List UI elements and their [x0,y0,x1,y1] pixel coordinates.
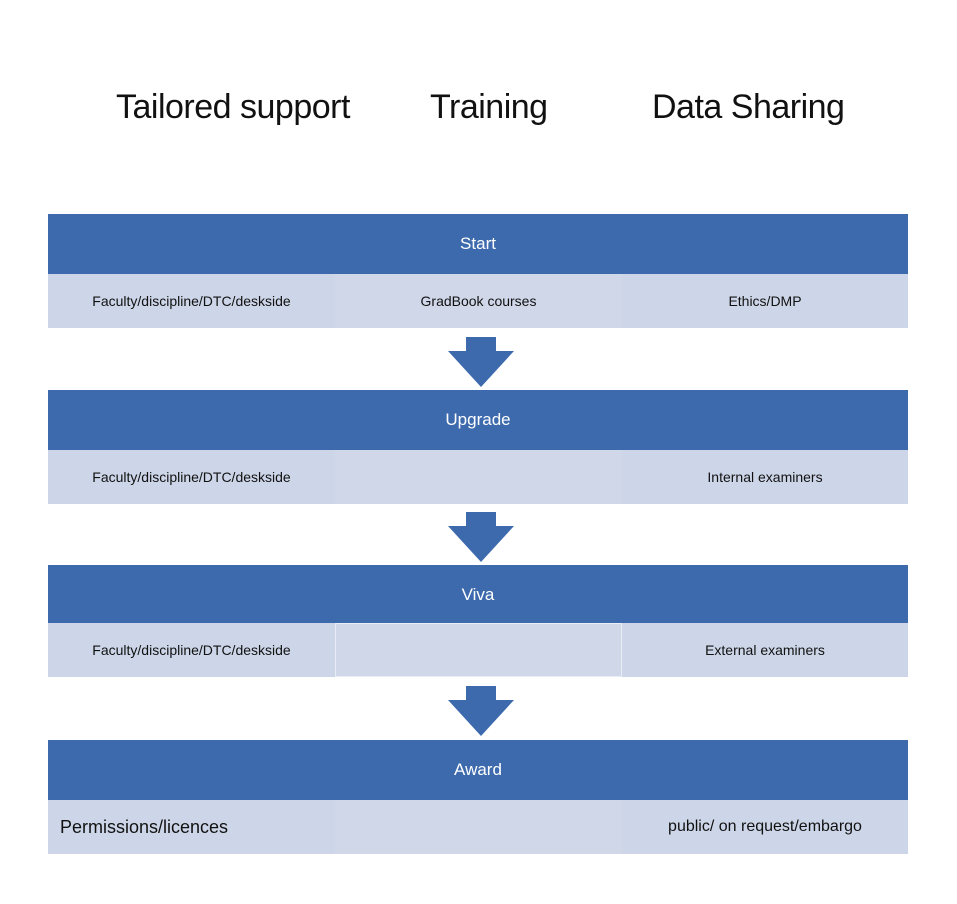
stage-upgrade-training-cell [335,450,622,504]
stage-upgrade-bar: Upgrade [48,390,908,450]
stage-upgrade-tailored-support-cell: Faculty/discipline/DTC/deskside [48,450,335,504]
down-arrow-icon [448,512,514,562]
stage-start-label: Start [460,234,496,253]
down-arrow-icon [448,686,514,736]
stage-start-training-cell: GradBook courses [335,274,622,328]
stage-start-bar: Start [48,214,908,274]
stage-viva-label: Viva [461,585,495,604]
stage-award-bar: Award [48,740,908,800]
stage-upgrade-label: Upgrade [445,410,511,429]
stage-viva-training-cell [335,623,622,677]
column-header-tailored-support: Tailored support [116,88,350,126]
stage-award-label: Award [454,760,502,779]
stage-award-data-sharing-cell: public/ on request/embargo [622,800,908,854]
down-arrow-icon [448,337,514,387]
stage-start-tailored-support-cell: Faculty/discipline/DTC/deskside [48,274,335,328]
column-header-training: Training [430,88,548,126]
stage-viva-tailored-support-cell: Faculty/discipline/DTC/deskside [48,623,335,677]
stage-viva-row: Faculty/discipline/DTC/deskside External… [48,623,908,677]
stage-upgrade-row: Faculty/discipline/DTC/deskside Internal… [48,450,908,504]
stage-upgrade-data-sharing-cell: Internal examiners [622,450,908,504]
stage-award-training-cell [335,800,622,854]
stage-award-row: Permissions/licences public/ on request/… [48,800,908,854]
stage-viva-data-sharing-cell: External examiners [622,623,908,677]
column-header-data-sharing: Data Sharing [652,88,845,126]
stage-award-tailored-support-cell: Permissions/licences [48,800,335,854]
stage-viva-bar: Viva [48,565,908,625]
stage-start-row: Faculty/discipline/DTC/deskside GradBook… [48,274,908,328]
stage-start-data-sharing-cell: Ethics/DMP [622,274,908,328]
